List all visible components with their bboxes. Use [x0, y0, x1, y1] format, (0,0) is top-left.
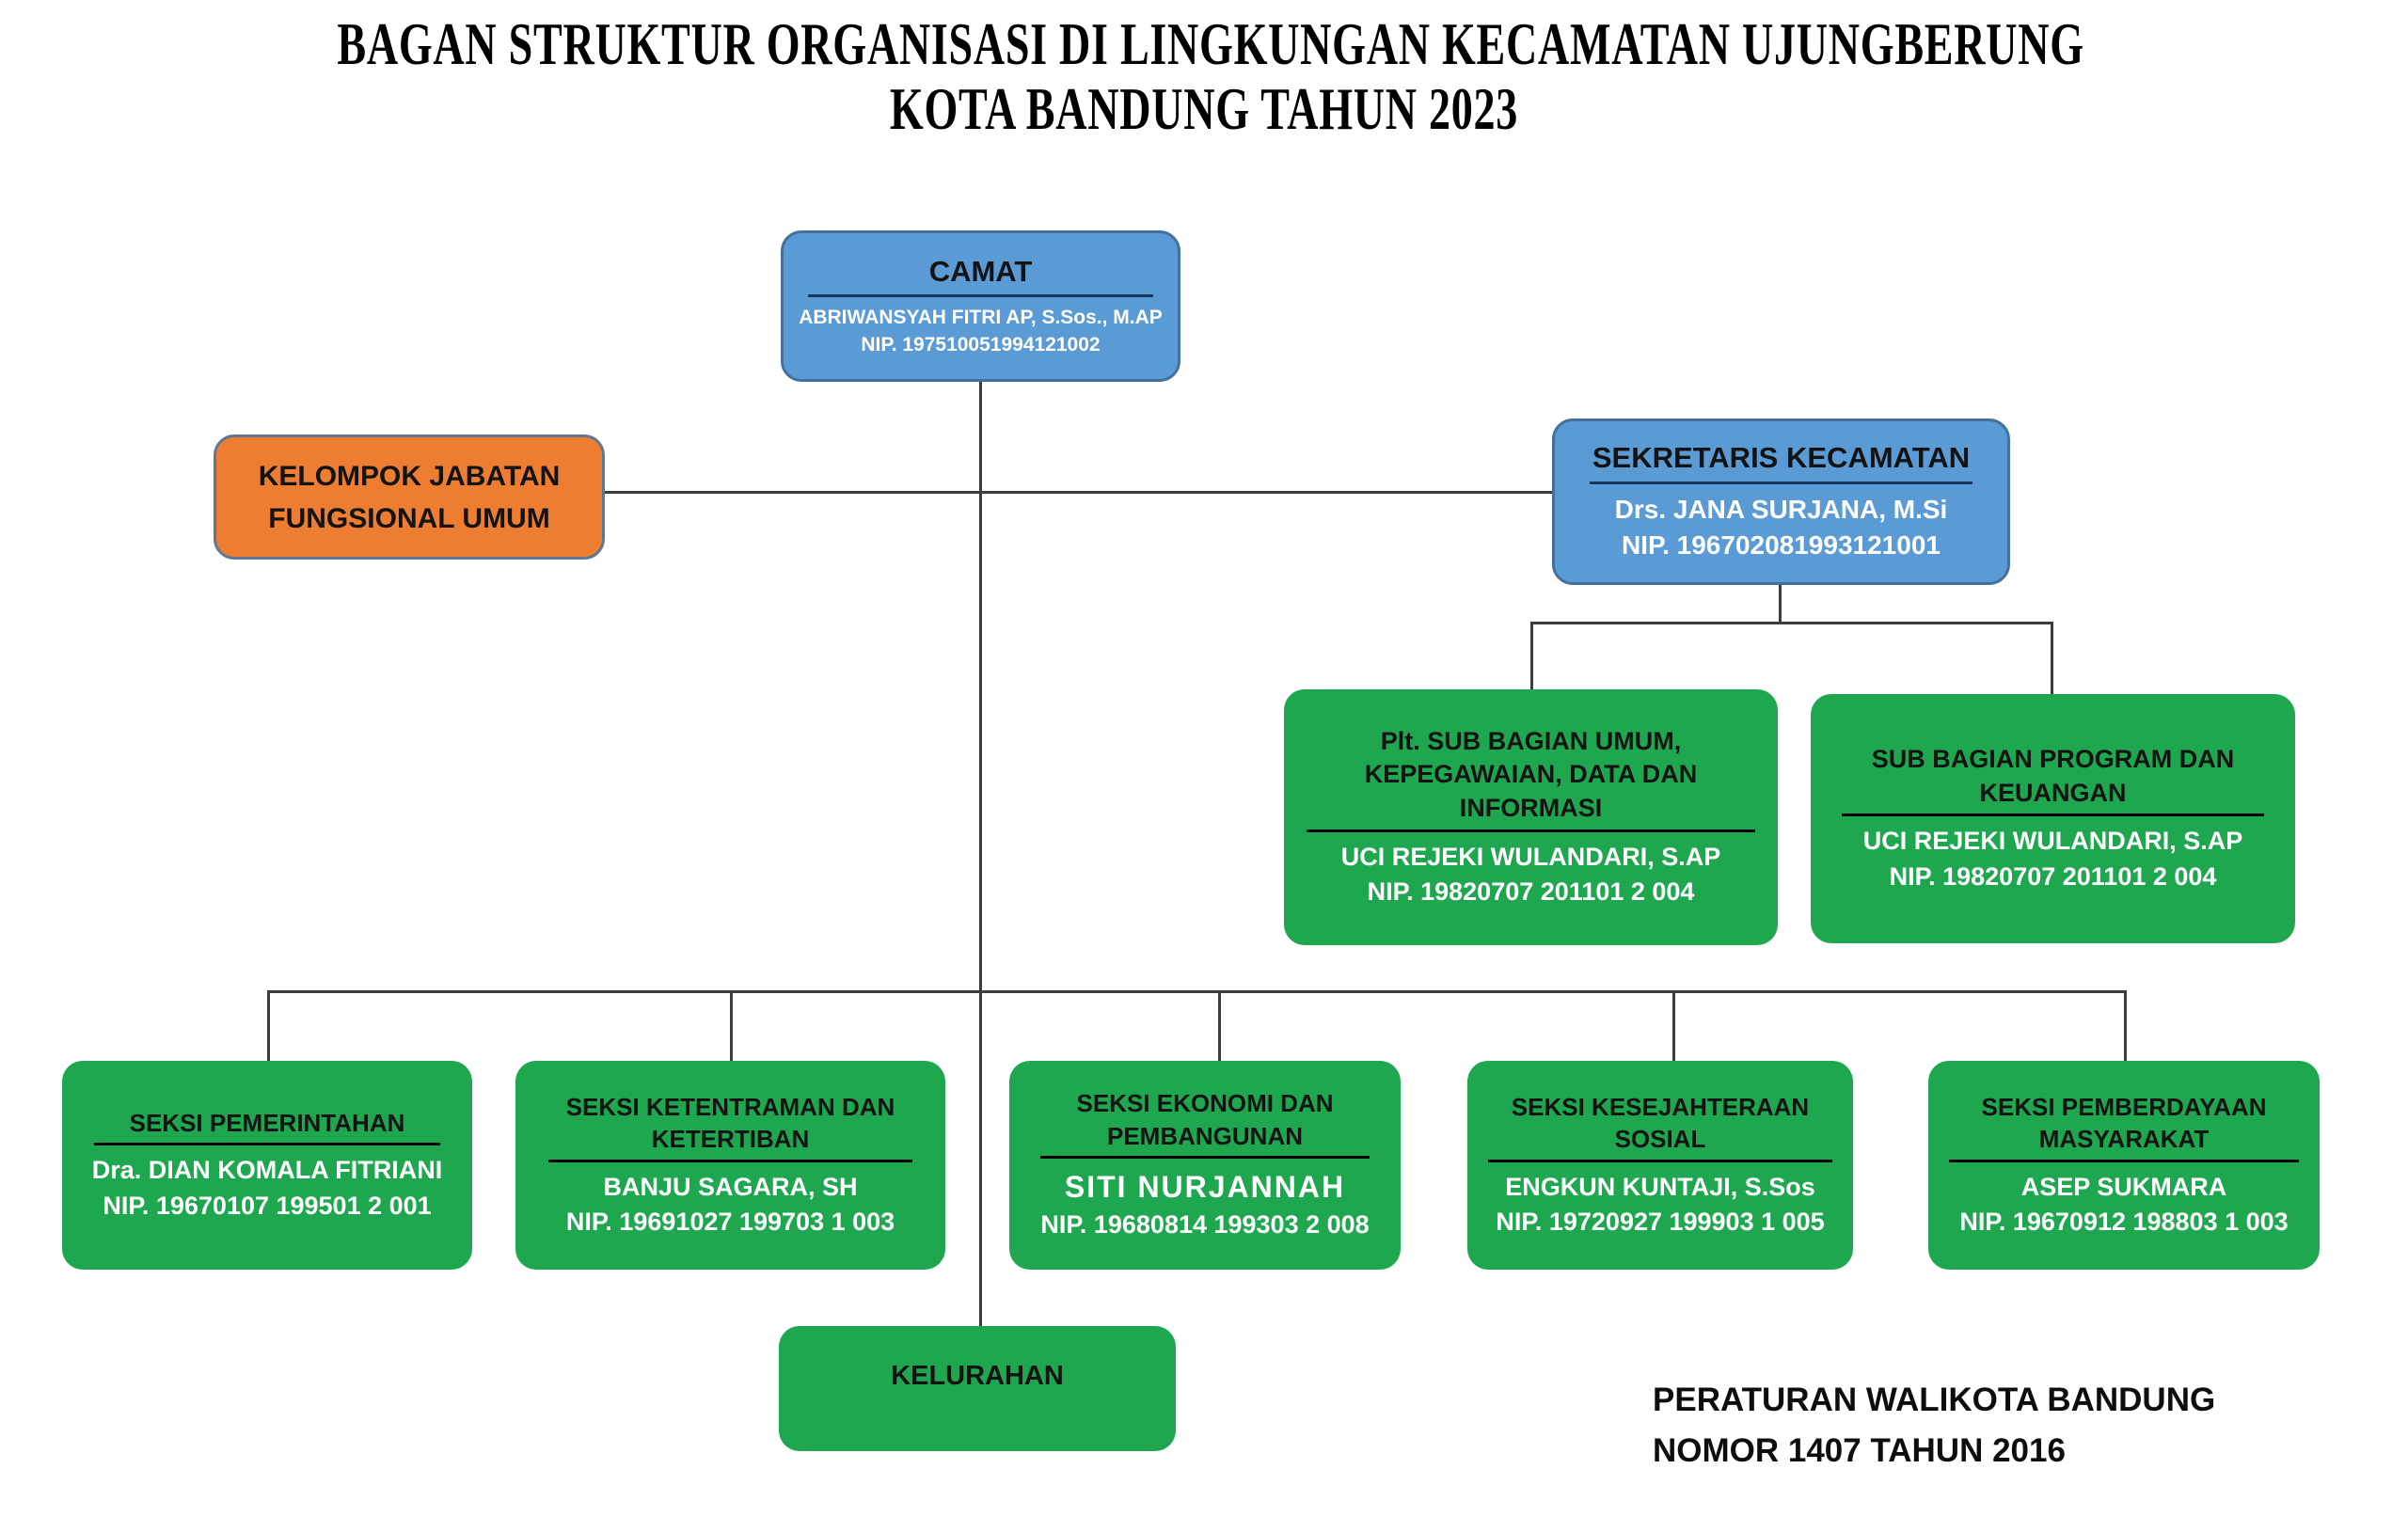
- node-subbag-program-nip: NIP. 19820707 201101 2 004: [1889, 861, 2217, 891]
- node-kelompok-jabatan: KELOMPOK JABATAN FUNGSIONAL UMUM: [214, 434, 605, 560]
- node-subbag-umum-role: Plt. SUB BAGIAN UMUM, KEPEGAWAIAN, DATA …: [1364, 726, 1698, 823]
- node-seksi-pemerintahan-role: SEKSI PEMERINTAHAN: [129, 1109, 405, 1138]
- node-seksi-ketentraman-underline: [548, 1159, 912, 1162]
- node-seksi-pemberdayaan-name: ASEP SUKMARA: [2020, 1172, 2227, 1201]
- connector-seksi2-stub: [730, 990, 733, 1063]
- connector-seksi5-stub: [2124, 990, 2127, 1063]
- connector-sekretaris-stub: [1779, 583, 1782, 624]
- node-subbag-program-name: UCI REJEKI WULANDARI, S.AP: [1862, 827, 2243, 856]
- node-subbag-program-underline: [1842, 813, 2264, 817]
- node-camat-nip: NIP. 197510051994121002: [861, 334, 1101, 356]
- node-seksi-pemerintahan-underline: [94, 1143, 440, 1146]
- node-seksi-ketentraman-nip: NIP. 19691027 199703 1 003: [565, 1207, 895, 1236]
- node-sekretaris-nip: NIP. 196702081993121001: [1622, 530, 1941, 561]
- connector-subbag-right-stub: [2051, 622, 2053, 696]
- legal-reference-line1: PERATURAN WALIKOTA BANDUNG: [1653, 1382, 2216, 1418]
- node-seksi-kesejahteraan-underline: [1487, 1159, 1833, 1162]
- node-seksi-kesejahteraan-name: ENGKUN KUNTAJI, S.Sos: [1505, 1172, 1815, 1201]
- node-subbag-umum-name: UCI REJEKI WULANDARI, S.AP: [1340, 842, 1721, 871]
- node-kelompok-jabatan-role: KELOMPOK JABATAN FUNGSIONAL UMUM: [258, 460, 561, 534]
- node-seksi-ekonomi-nip: NIP. 19680814 199303 2 008: [1040, 1210, 1370, 1240]
- connector-seksi4-stub: [1672, 990, 1675, 1063]
- legal-reference: PERATURAN WALIKOTA BANDUNG NOMOR 1407 TA…: [1653, 1375, 2215, 1477]
- node-seksi-ekonomi-name: SITI NURJANNAH: [1064, 1170, 1346, 1205]
- node-seksi-pemberdayaan: SEKSI PEMBERDAYAAN MASYARAKAT ASEP SUKMA…: [1928, 1061, 2320, 1270]
- node-sekretaris-name: Drs. JANA SURJANA, M.Si: [1614, 494, 1948, 524]
- node-subbag-program: SUB BAGIAN PROGRAM DAN KEUANGAN UCI REJE…: [1811, 694, 2295, 943]
- page-title-line2: KOTA BANDUNG TAHUN 2023: [889, 75, 1519, 143]
- node-seksi-pemberdayaan-role: SEKSI PEMBERDAYAAN MASYARAKAT: [1981, 1092, 2267, 1154]
- connector-top-horizontal: [605, 491, 1552, 494]
- node-sekretaris-role: SEKRETARIS KECAMATAN: [1592, 440, 1971, 474]
- page-title-line1: BAGAN STRUKTUR ORGANISASI DI LINGKUNGAN …: [337, 10, 2084, 77]
- node-subbag-program-role: SUB BAGIAN PROGRAM DAN KEUANGAN: [1871, 745, 2235, 807]
- node-seksi-ketentraman-name: BANJU SAGARA, SH: [603, 1172, 858, 1201]
- node-subbag-umum-underline: [1306, 829, 1756, 832]
- node-seksi-ketentraman-role: SEKSI KETENTRAMAN DAN KETERTIBAN: [565, 1092, 895, 1154]
- node-seksi-pemberdayaan-underline: [1948, 1159, 2300, 1162]
- node-seksi-kesejahteraan-role: SEKSI KESEJAHTERAAN SOSIAL: [1511, 1092, 1810, 1154]
- connector-seksi1-stub: [267, 990, 270, 1063]
- node-sekretaris: SEKRETARIS KECAMATAN Drs. JANA SURJANA, …: [1552, 419, 2010, 585]
- node-camat-name: ABRIWANSYAH FITRI AP, S.Sos., M.AP: [799, 307, 1163, 329]
- node-kelurahan: KELURAHAN: [779, 1326, 1176, 1451]
- node-seksi-kesejahteraan-nip: NIP. 19720927 199903 1 005: [1496, 1207, 1825, 1236]
- node-kelurahan-role: KELURAHAN: [891, 1361, 1064, 1391]
- node-seksi-pemberdayaan-nip: NIP. 19670912 198803 1 003: [1959, 1207, 2289, 1236]
- node-seksi-ekonomi-underline: [1040, 1156, 1370, 1160]
- node-subbag-umum-nip: NIP. 19820707 201101 2 004: [1367, 877, 1695, 906]
- connector-camat-vertical: [979, 382, 982, 1326]
- node-camat-role: CAMAT: [928, 254, 1033, 288]
- node-seksi-ketentraman: SEKSI KETENTRAMAN DAN KETERTIBAN BANJU S…: [515, 1061, 945, 1270]
- connector-seksi3-stub: [1218, 990, 1221, 1063]
- legal-reference-line2: NOMOR 1407 TAHUN 2016: [1653, 1432, 2066, 1470]
- node-seksi-pemerintahan-name: Dra. DIAN KOMALA FITRIANI: [91, 1156, 443, 1185]
- node-seksi-pemerintahan-nip: NIP. 19670107 199501 2 001: [103, 1191, 432, 1220]
- node-seksi-ekonomi-role: SEKSI EKONOMI DAN PEMBANGUNAN: [1076, 1089, 1334, 1150]
- node-sekretaris-underline: [1589, 481, 1973, 484]
- node-camat: CAMAT ABRIWANSYAH FITRI AP, S.Sos., M.AP…: [781, 230, 1180, 382]
- connector-subbag-left-stub: [1530, 622, 1533, 691]
- node-subbag-umum: Plt. SUB BAGIAN UMUM, KEPEGAWAIAN, DATA …: [1284, 689, 1778, 945]
- node-seksi-ekonomi: SEKSI EKONOMI DAN PEMBANGUNAN SITI NURJA…: [1009, 1061, 1401, 1270]
- page-title: BAGAN STRUKTUR ORGANISASI DI LINGKUNGAN …: [0, 11, 2408, 141]
- node-seksi-pemerintahan: SEKSI PEMERINTAHAN Dra. DIAN KOMALA FITR…: [62, 1061, 472, 1270]
- connector-seksi-horizontal: [267, 990, 2126, 993]
- connector-subbag-horizontal: [1530, 622, 2053, 624]
- node-seksi-kesejahteraan: SEKSI KESEJAHTERAAN SOSIAL ENGKUN KUNTAJ…: [1467, 1061, 1853, 1270]
- node-camat-underline: [807, 294, 1154, 298]
